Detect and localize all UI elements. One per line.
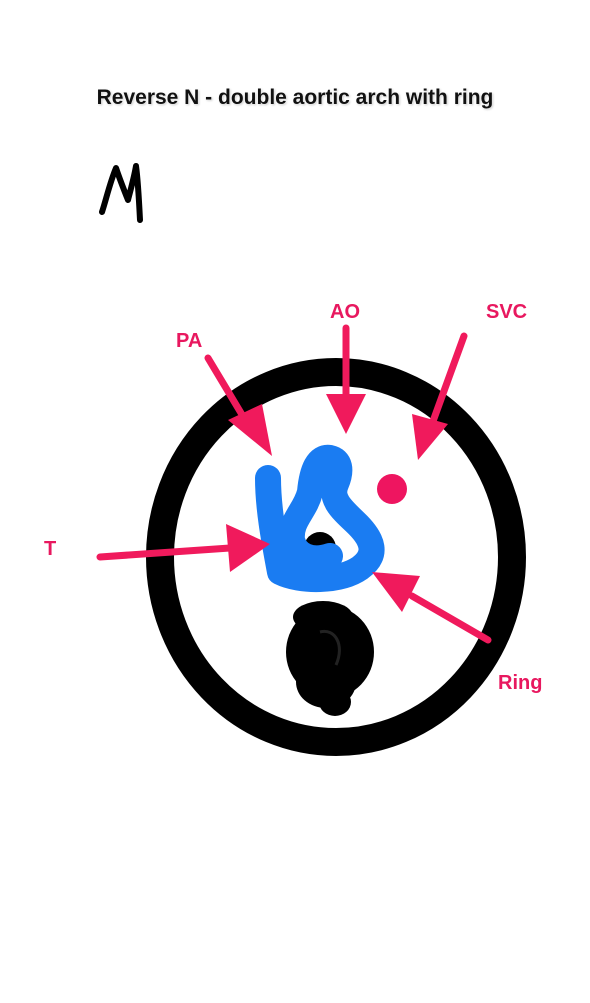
label-svc: SVC — [486, 301, 527, 323]
reverse-n-glyph — [94, 160, 154, 230]
arrow-t — [96, 524, 270, 572]
label-ao: AO — [330, 301, 360, 323]
aortic-arch-vessel — [255, 444, 385, 592]
label-ring: Ring — [498, 672, 542, 694]
label-t: T — [44, 538, 56, 560]
svc-dot — [377, 474, 407, 504]
arrow-svc — [412, 332, 468, 460]
label-pa: PA — [176, 330, 202, 352]
arrow-ao — [326, 324, 366, 434]
page-title: Reverse N - double aortic arch with ring — [96, 86, 494, 109]
esophagus-blob — [286, 601, 374, 716]
outer-ring — [146, 358, 526, 756]
arrow-ring — [372, 572, 492, 644]
arrow-pa — [204, 354, 272, 456]
